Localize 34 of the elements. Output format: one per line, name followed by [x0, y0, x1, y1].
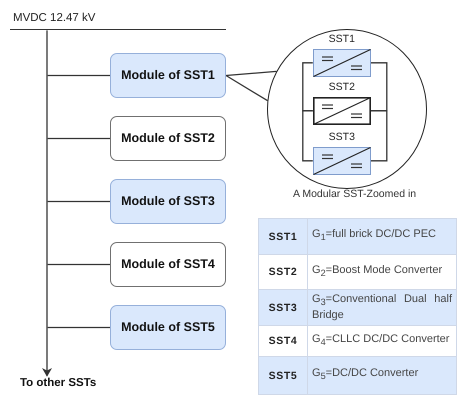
description-cell: G$_{1}$=full brick DC/DC PEC [308, 218, 456, 254]
branch-line [48, 326, 110, 328]
description-cell: G$_{5}$=DC/DC Converter [308, 356, 456, 394]
row-header-cell: SST1 [258, 218, 308, 254]
branch-line [48, 74, 110, 76]
row-header-cell: SST5 [258, 356, 308, 394]
module-box: Module of SST2 [110, 116, 226, 161]
branch-line [48, 264, 110, 266]
module-box: Module of SST5 [110, 305, 226, 350]
description-cell: G$_{3}$=Conventional Dual half Bridge [308, 290, 456, 326]
row-header-cell: SST2 [258, 254, 308, 290]
description-cell: G$_{2}$=Boost Mode Converter [308, 254, 456, 290]
row-header-cell: SST3 [258, 290, 308, 326]
bus-label: MVDC 12.47 kV [12, 11, 96, 26]
wire [370, 110, 388, 162]
module-box: Module of SST3 [110, 179, 226, 224]
zoom-caption: A Modular SST-Zoomed in [293, 188, 416, 201]
module-box: Module of SST1 [110, 53, 226, 98]
terminal-label: To other SSTs [20, 376, 96, 390]
converter-label: SST3 [328, 130, 355, 144]
branch-line [48, 200, 110, 202]
wire [370, 62, 388, 112]
branch-line [48, 138, 110, 140]
row-header-cell: SST4 [258, 326, 308, 356]
converter-label: SST1 [328, 32, 355, 46]
zoom-line [226, 74, 268, 102]
converter-label: SST2 [328, 80, 355, 94]
description-cell: G$_{4}$=CLLC DC/DC Converter [308, 326, 456, 356]
zoom-circle [267, 29, 427, 189]
arrow [42, 30, 52, 376]
module-box: Module of SST4 [110, 242, 226, 287]
zoom-line [226, 70, 276, 76]
wire [302, 62, 313, 112]
wire [302, 110, 313, 162]
